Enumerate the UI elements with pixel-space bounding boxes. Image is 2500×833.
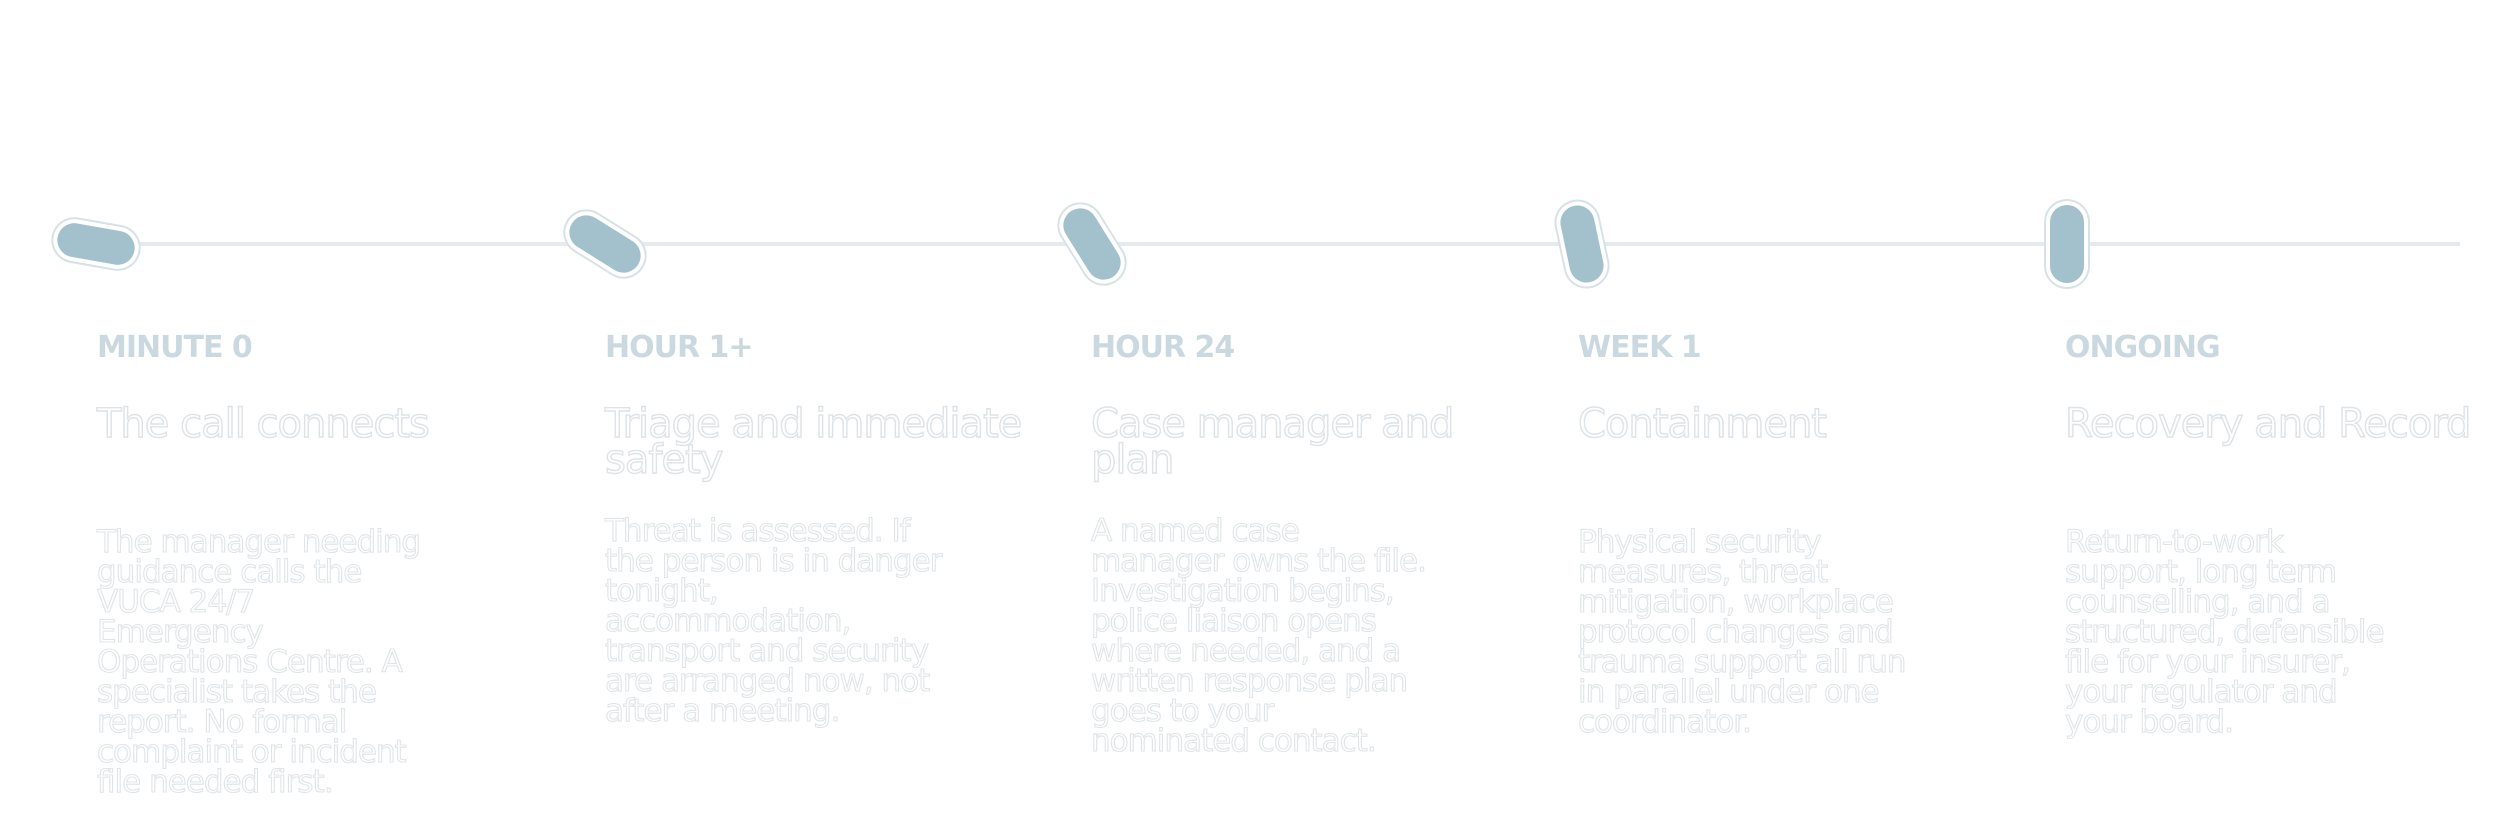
step-title: Case manager and plan [1090,401,1455,483]
step-title: The call connects [96,401,430,447]
step-body: A named case manager owns the file. Inve… [1090,513,1427,759]
timeline-step-hour-24: HOUR 24 Case manager and plan A named ca… [1090,330,1531,757]
step-title: Triage and immediate safety [604,401,1023,483]
timeline-step-week-1: WEEK 1 Containment Physical security mea… [1577,330,2018,738]
step-body: Physical security measures, threat mitig… [1577,524,1907,740]
step-label: HOUR 1+ [605,330,754,365]
step-label: MINUTE 0 [97,330,253,365]
step-label: WEEK 1 [1578,330,1702,365]
step-label: ONGOING [2065,330,2221,365]
timeline-marker-hour-1 [562,208,648,280]
timeline-marker-week-1 [1557,202,1607,286]
timeline-step-hour-1: HOUR 1+ Triage and immediate safety Thre… [604,330,1045,727]
timeline-line [70,242,2460,246]
step-body: The manager needing guidance calls the V… [96,524,421,800]
step-body: Threat is assessed. If the person is in … [604,513,943,729]
step-title: Containment [1577,401,1827,447]
timeline-marker-minute-0 [54,220,138,268]
step-label: HOUR 24 [1091,330,1235,365]
timeline-step-ongoing: ONGOING Recovery and Record Return-to-wo… [2064,330,2500,738]
timeline-marker-ongoing [2050,205,2084,283]
step-body: Return-to-work support, long term counse… [2064,524,2385,740]
timeline-step-minute-0: MINUTE 0 The call connects The manager n… [96,330,537,798]
step-title: Recovery and Record [2064,401,2472,447]
